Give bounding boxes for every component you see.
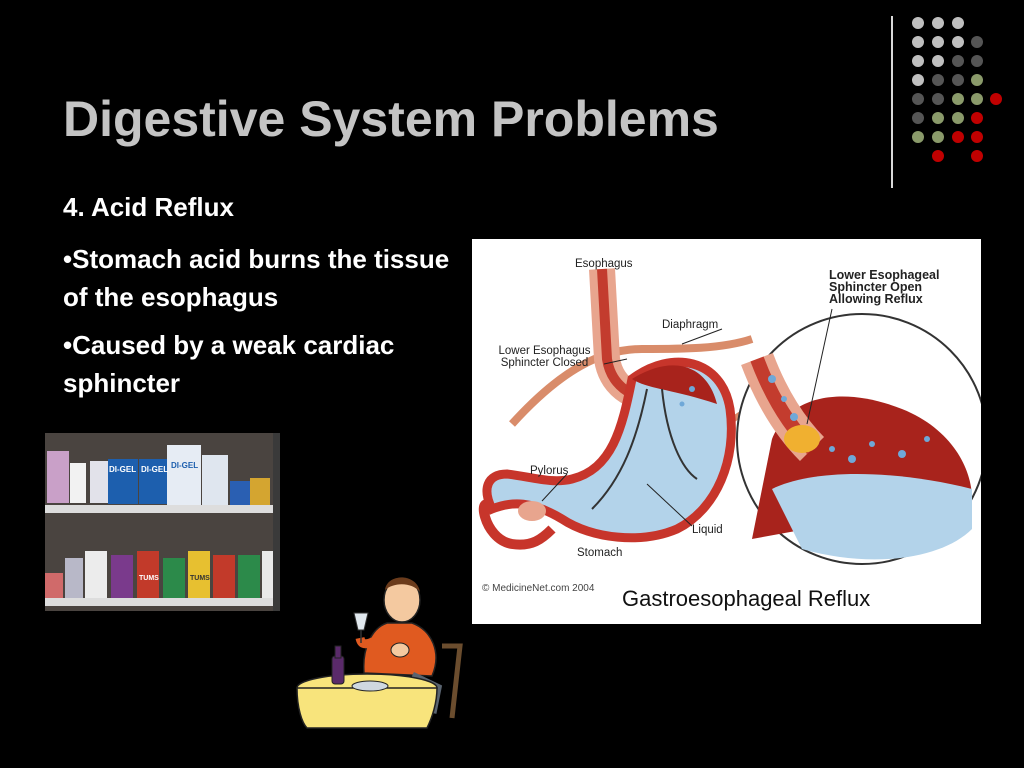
slide-body: 4. Acid Reflux •Stomach acid burns the t… bbox=[63, 190, 473, 412]
bullet-item: •Stomach acid burns the tissue of the es… bbox=[63, 244, 450, 312]
label-lower-esophagus-closed: Lower Esophagus Sphincter Closed bbox=[498, 345, 591, 369]
figure-caption: Gastroesophageal Reflux bbox=[622, 586, 871, 611]
stomach-illustration bbox=[478, 268, 981, 565]
decorative-divider bbox=[891, 16, 893, 188]
slide-title: Digestive System Problems bbox=[63, 91, 719, 147]
product-label: DI-GEL bbox=[109, 465, 137, 474]
product-label: TUMS bbox=[190, 575, 210, 582]
label-diaphragm: Diaphragm bbox=[662, 319, 719, 331]
product-label: DI-GEL bbox=[171, 461, 199, 470]
section-heading: 4. Acid Reflux bbox=[63, 192, 234, 222]
figure-credit: © MedicineNet.com 2004 bbox=[482, 583, 595, 594]
bullet-item: •Caused by a weak cardiac sphincter bbox=[63, 330, 395, 398]
product-label: DI-GEL bbox=[141, 465, 169, 474]
label-esophagus: Esophagus bbox=[575, 258, 633, 270]
label-pylorus: Pylorus bbox=[530, 465, 569, 477]
label-stomach: Stomach bbox=[577, 547, 623, 559]
shelf-illustration bbox=[45, 433, 280, 611]
label-lower-esophageal-open: Lower Esophageal Sphincter Open Allowing… bbox=[829, 268, 940, 306]
antacid-shelf-photo: DI-GEL DI-GEL DI-GEL TUMS TUMS bbox=[45, 433, 280, 611]
heartburn-cartoon bbox=[296, 577, 463, 729]
label-liquid: Liquid bbox=[692, 524, 723, 536]
product-label: TUMS bbox=[139, 575, 159, 582]
decorative-dot-grid bbox=[912, 17, 1002, 162]
reflux-diagram: Esophagus Diaphragm Lower Esophagus Sphi… bbox=[472, 239, 981, 624]
